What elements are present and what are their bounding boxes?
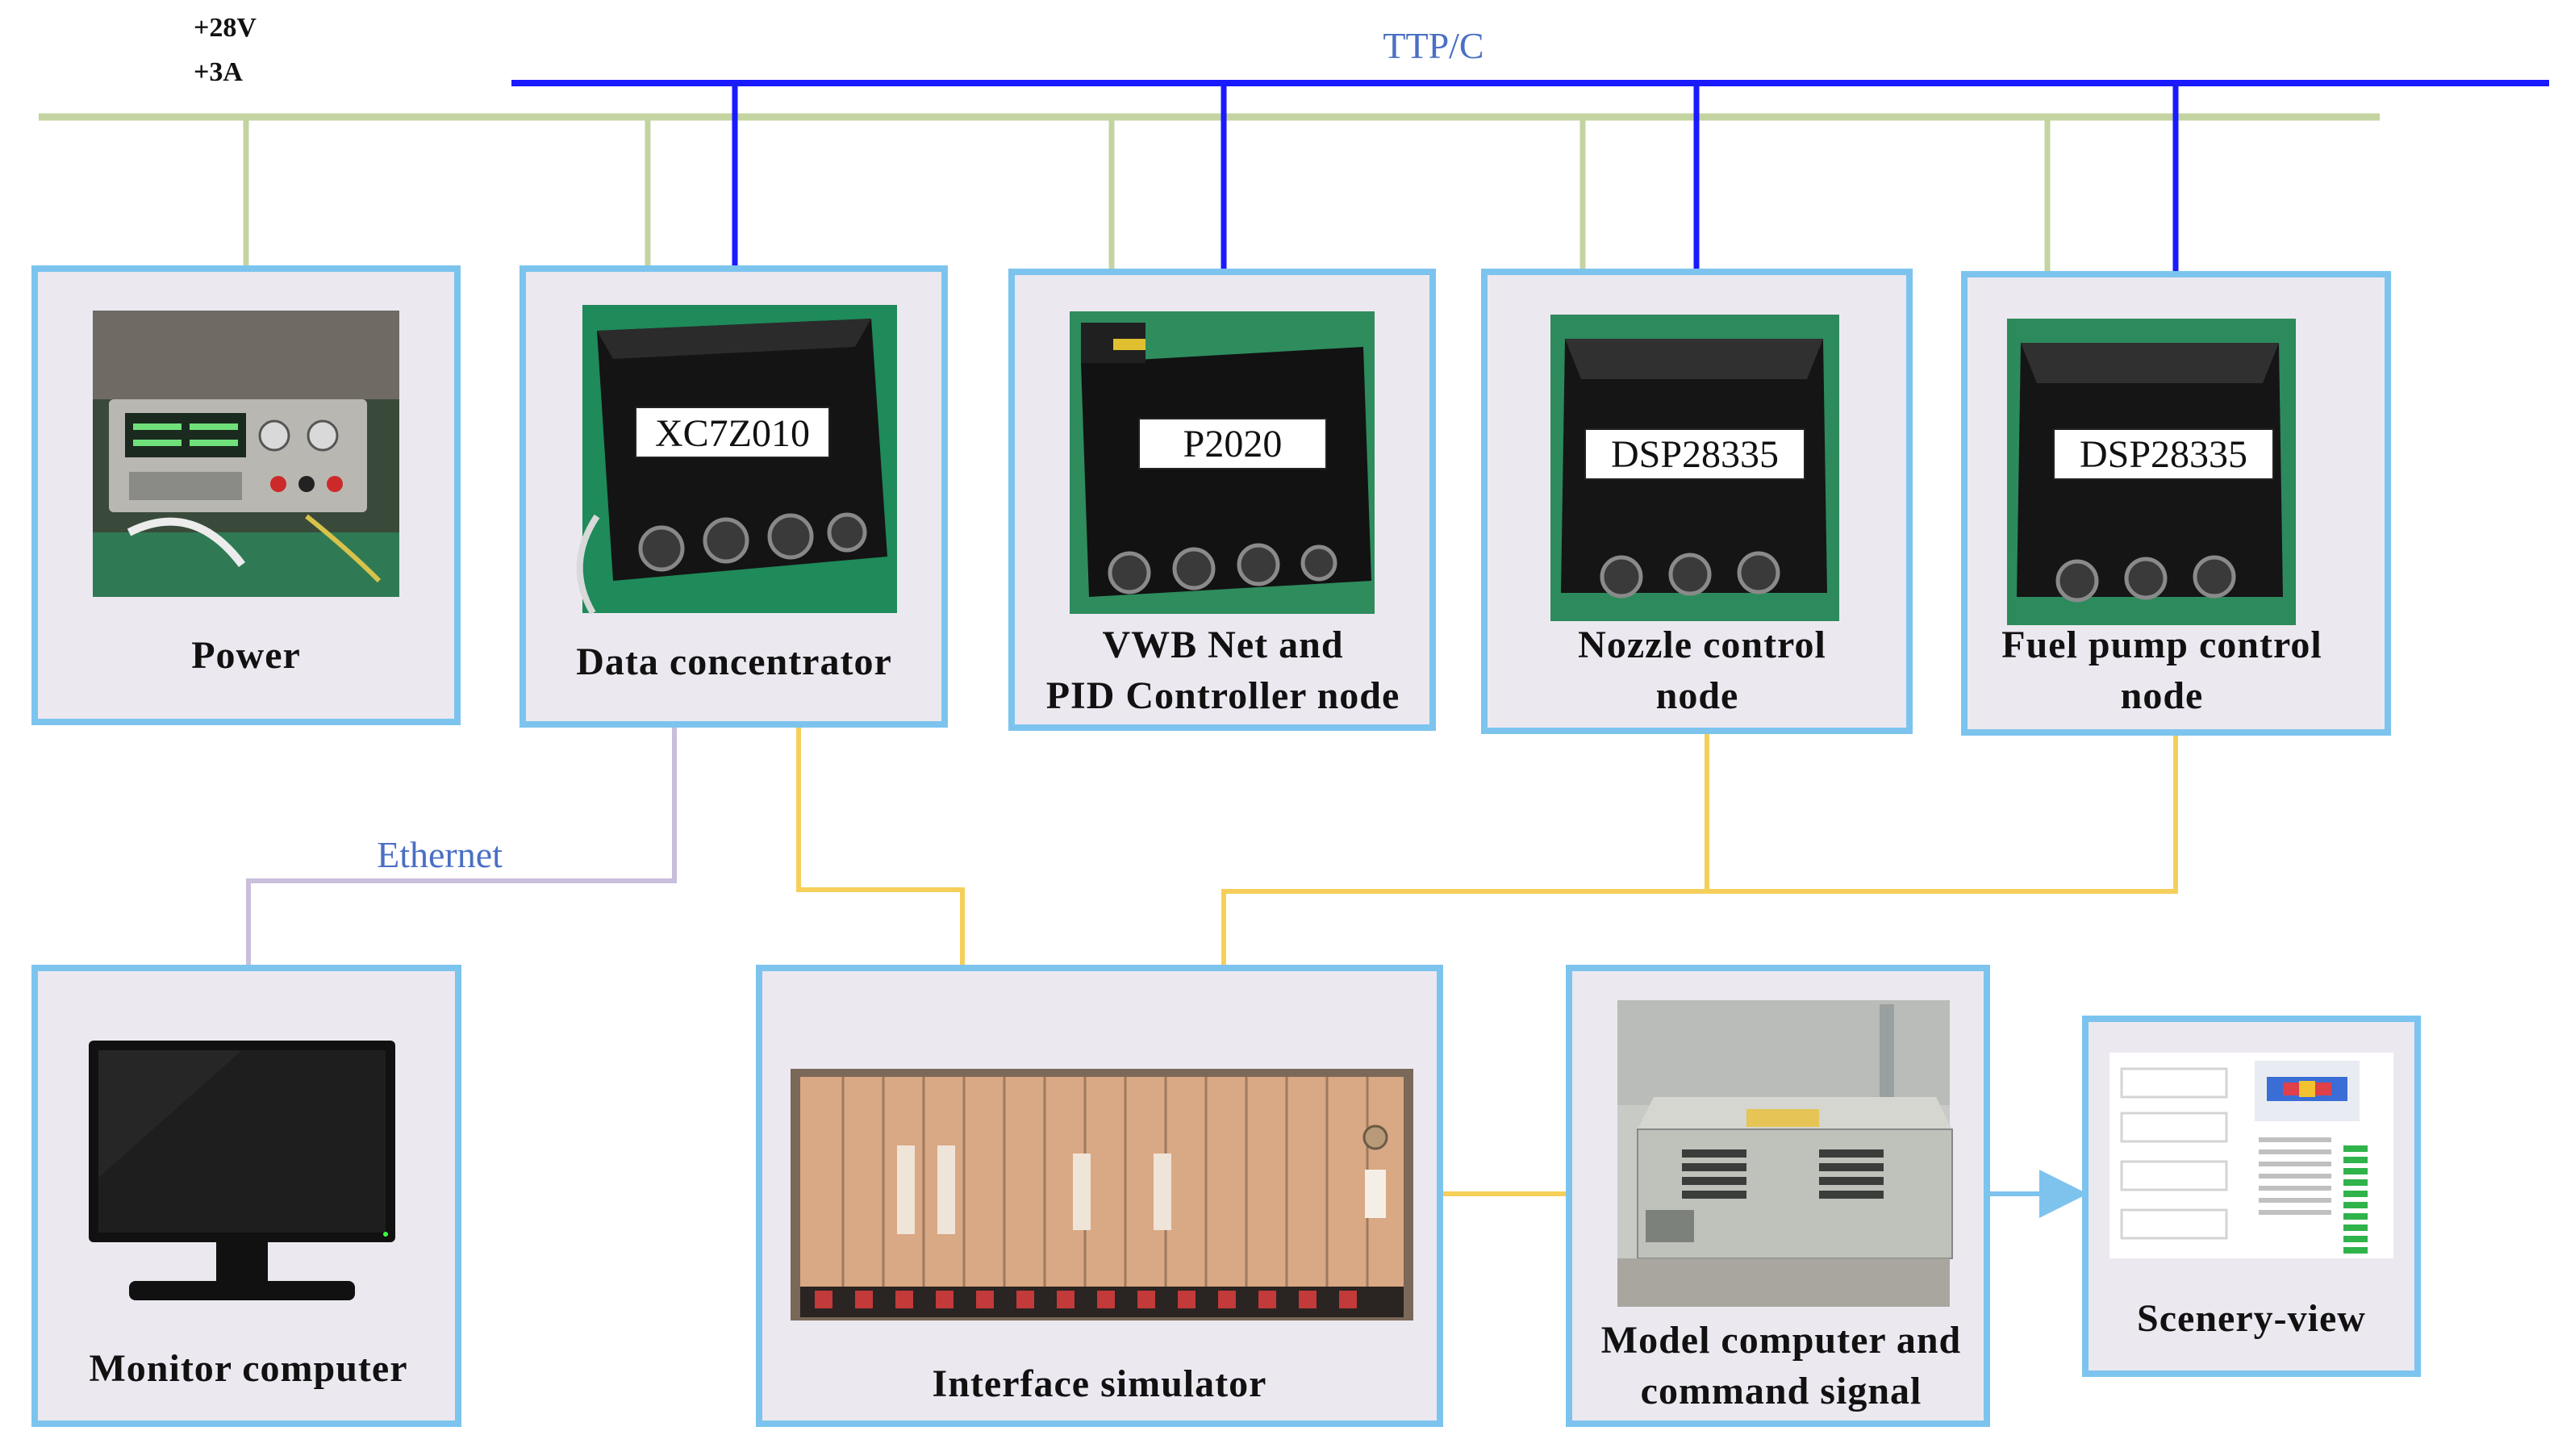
interface-sim-photo [791,1069,1413,1320]
fuel-pump-chip-tag [2053,428,2274,480]
model-computer-photo [1617,1000,1953,1307]
current-label: +3A [194,57,243,87]
power-bus [39,113,2380,274]
data-concentrator-label: Data concentrator [576,640,892,683]
ttp-bus-label: TTP/C [1383,25,1483,66]
fuel-pump-label-line-2: node [2121,674,2204,717]
nozzle-node: DSP28335 Nozzle control node [1481,269,1913,734]
ethernet-line [246,724,677,968]
nozzle-label-line-1: Nozzle control [1578,624,1826,666]
ethernet-label: Ethernet [377,834,503,875]
scenery-screenshot [2109,1053,2393,1258]
interface-sim-label: Interface simulator [933,1362,1267,1405]
power-node: Power [31,265,461,725]
interface-sim-node: Interface simulator [756,965,1443,1427]
monitor-node: Monitor computer [31,965,461,1427]
vwb-pid-node: P2020 VWB Net and PID Controller node [1008,269,1436,731]
ethernet-link [246,724,677,968]
data-concentrator-chip-tag [635,407,830,458]
voltage-label: +28V [194,13,257,43]
vwb-pid-chip-tag [1138,418,1327,469]
model-computer-label-line-1: Model computer and [1601,1319,1961,1362]
fuel-pump-node: DSP28335 Fuel pump control node [1961,271,2391,736]
nozzle-chip-tag [1584,428,1805,480]
fuel-pump-photo [2007,319,2296,625]
signal-line-nozzle [1221,731,1709,968]
monitor-icon [89,1041,395,1300]
model-computer-node: Model computer and command signal [1566,965,1990,1427]
power-node-label: Power [191,634,301,677]
power-supply-photo [93,311,399,597]
model-computer-label-line-2: command signal [1641,1370,1922,1412]
signal-links [796,724,2178,1196]
data-concentrator-photo [576,305,897,615]
monitor-label: Monitor computer [89,1347,407,1390]
nozzle-label-line-2: node [1656,674,1739,717]
fuel-pump-label-line-1: Fuel pump control [2001,624,2322,666]
data-concentrator-chip: XC7Z010 [655,412,810,455]
data-concentrator-node: XC7Z010 Data concentrator [520,265,948,728]
signal-line-concentrator [796,724,965,968]
ttp-bus [511,80,2549,274]
vwb-pid-label-line-1: VWB Net and [1102,624,1343,666]
signal-line-fuel [1707,732,2178,894]
vwb-pid-chip: P2020 [1183,423,1283,465]
fuel-pump-chip: DSP28335 [2080,433,2247,476]
vwb-pid-label-line-2: PID Controller node [1046,674,1400,717]
scenery-label: Scenery-view [2137,1297,2366,1340]
nozzle-chip: DSP28335 [1611,433,1779,476]
scenery-node: Scenery-view [2082,1016,2421,1377]
